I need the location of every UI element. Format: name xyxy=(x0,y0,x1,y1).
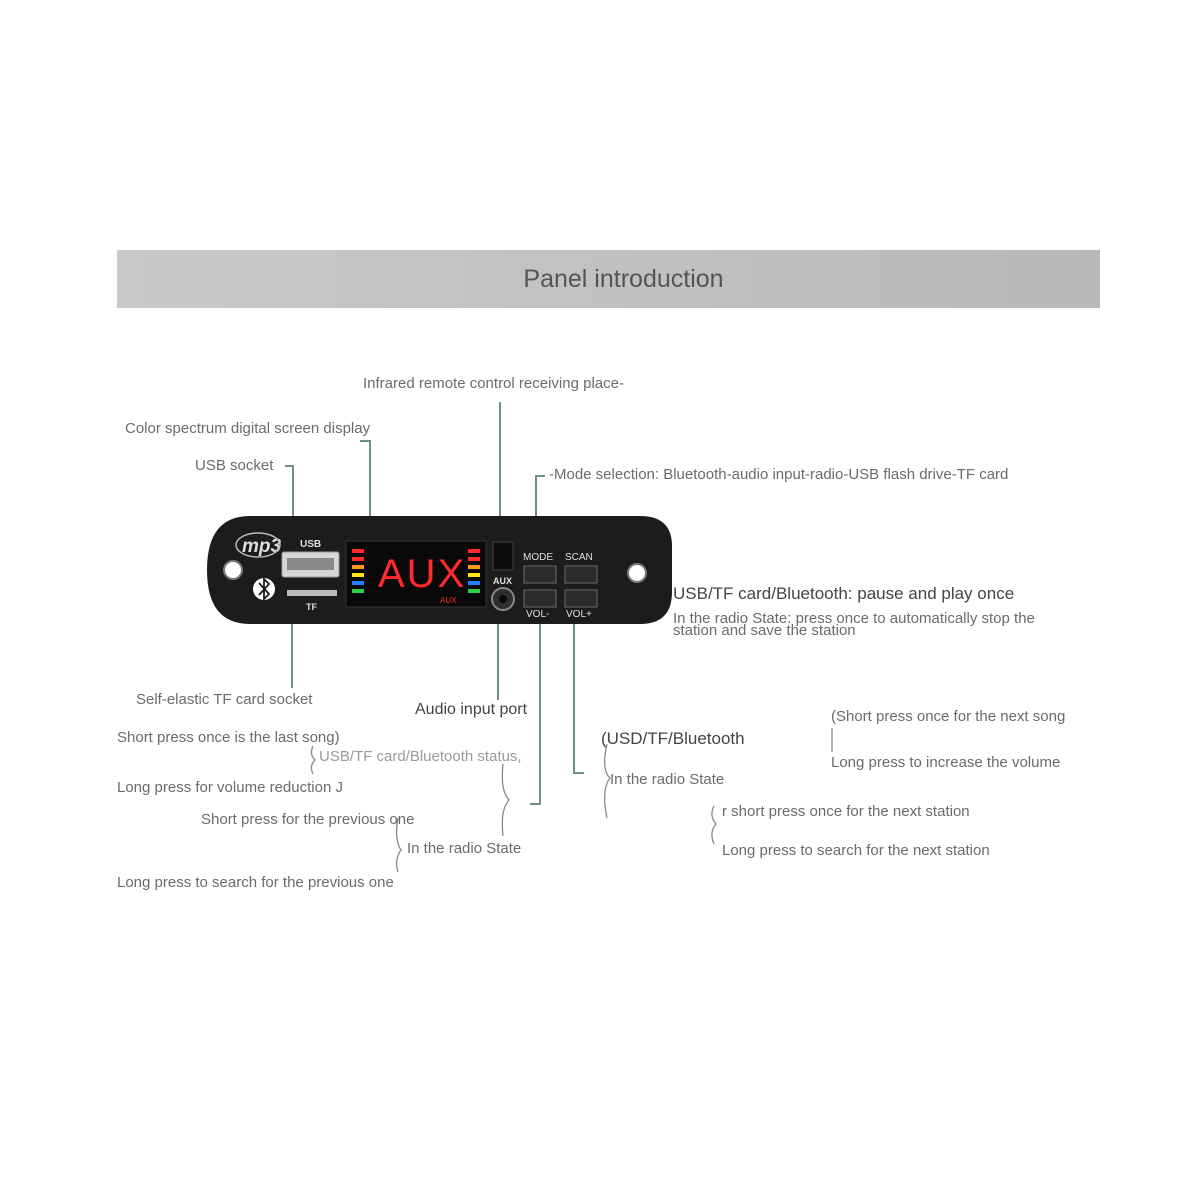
mp3-logo: mp3 xyxy=(242,536,282,557)
aux-label: AUX xyxy=(493,576,512,586)
display-subtext: AUX xyxy=(440,596,457,605)
label-tf-socket: Self-elastic TF card socket xyxy=(136,691,313,708)
label-vol-plus-long-search-next: Long press to search for the next statio… xyxy=(722,842,990,859)
label-spectrum-display: Color spectrum digital screen display xyxy=(125,420,371,437)
leader-vol-plus xyxy=(573,607,584,774)
brace-vol-plus-left xyxy=(603,743,611,819)
page-title: Panel introduction xyxy=(523,265,724,293)
label-scan-play: USB/TF card/Bluetooth: pause and play on… xyxy=(673,584,1015,603)
mode-button xyxy=(523,565,557,584)
brace-next-station xyxy=(711,805,717,845)
label-vol-minus-radio-state: In the radio State xyxy=(407,840,522,857)
tf-slot xyxy=(287,590,337,596)
spectrum-bars-left xyxy=(352,549,364,593)
label-usb-socket: USB socket xyxy=(195,457,274,474)
brace-prev xyxy=(395,817,402,873)
braces xyxy=(310,728,833,873)
label-vol-minus-status: USB/TF card/Bluetooth status, xyxy=(319,748,522,765)
usb-port-label: USB xyxy=(300,539,321,550)
scan-button xyxy=(564,565,598,584)
label-infrared-receiver: Infrared remote control receiving place- xyxy=(363,375,624,392)
mp3-logo-ring xyxy=(235,532,281,558)
mount-hole-left xyxy=(223,560,243,580)
vol-plus-label: VOL+ xyxy=(566,609,592,620)
mp3-module-panel: mp3 USB TF AUX AUX AUX MODE SCAN xyxy=(207,516,672,624)
label-vol-minus-short-last: Short press once is the last song) xyxy=(117,729,340,746)
title-banner: Panel introduction xyxy=(117,250,1100,308)
vol-plus-button xyxy=(564,589,598,608)
spectrum-bars-right xyxy=(468,549,480,593)
mount-hole-right xyxy=(627,563,647,583)
vol-minus-label: VOL- xyxy=(526,609,549,620)
mode-button-label: MODE xyxy=(523,552,553,563)
label-scan-radio-line2: station and save the station xyxy=(673,622,856,639)
display-mode-text: AUX xyxy=(378,552,466,596)
label-vol-minus-short-prev: Short press for the previous one xyxy=(201,811,415,828)
bluetooth-icon xyxy=(253,576,275,602)
ir-receiver xyxy=(492,541,514,571)
label-vol-plus-long-increase: Long press to increase the volume xyxy=(831,754,1061,771)
vol-minus-button xyxy=(523,589,557,608)
leader-spectrum xyxy=(360,440,371,547)
leader-vol-minus xyxy=(530,607,541,805)
label-vol-plus-usd-bt: (USD/TF/Bluetooth xyxy=(601,729,745,748)
label-vol-minus-long-search-prev: Long press to search for the previous on… xyxy=(117,874,394,891)
label-audio-input: Audio input port xyxy=(415,701,528,718)
brace-vol-minus-short xyxy=(310,745,316,775)
scan-button-label: SCAN xyxy=(565,552,593,563)
usb-port-inner xyxy=(287,558,334,570)
lcd-display xyxy=(345,540,487,608)
tf-slot-label: TF xyxy=(306,602,317,612)
label-vol-plus-short-next-station: r short press once for the next station xyxy=(722,803,970,820)
label-vol-plus-short-next-song: (Short press once for the next song xyxy=(831,708,1066,725)
label-vol-minus-long-reduce: Long press for volume reduction J xyxy=(117,779,343,796)
label-mode-selection: -Mode selection: Bluetooth-audio input-r… xyxy=(549,466,1009,483)
brace-vol-minus-radio xyxy=(501,763,510,837)
label-scan-radio-line1: In the radio State: press once to automa… xyxy=(673,610,1035,627)
label-vol-plus-radio-state: In the radio State xyxy=(610,771,725,788)
